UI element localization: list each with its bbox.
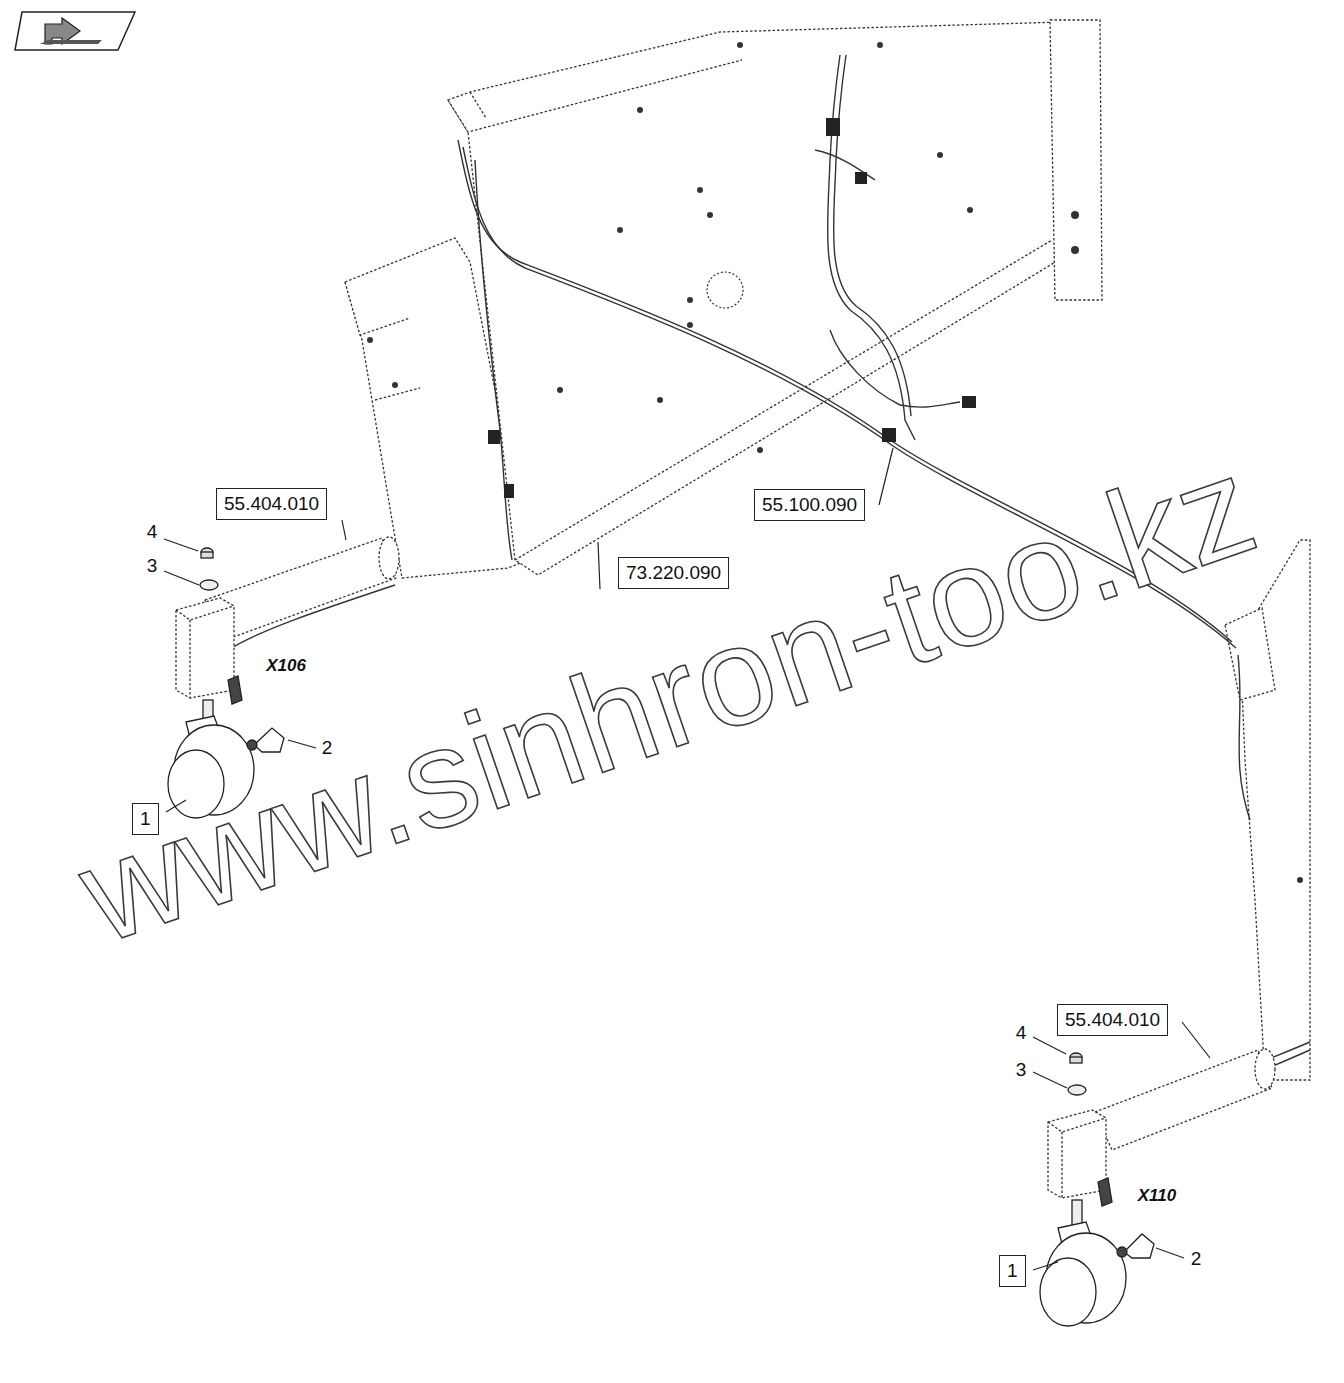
drawing-part	[834, 55, 911, 416]
drawing-part	[1225, 608, 1275, 700]
connector-name: X106	[266, 657, 306, 676]
drawing-part	[657, 397, 663, 403]
nav-icon	[15, 12, 135, 50]
drawing-part	[1182, 1022, 1210, 1058]
drawing-part	[687, 297, 693, 303]
drawing-part	[504, 484, 514, 498]
drawing-part	[830, 330, 960, 407]
drawing-part	[375, 388, 420, 400]
drawing-part	[1040, 1258, 1096, 1326]
drawing-part	[1124, 1234, 1154, 1258]
callout-box: 1	[999, 1255, 1026, 1287]
drawing-part	[40, 40, 102, 44]
drawing-part	[1048, 1110, 1106, 1198]
drawing-part	[392, 382, 398, 388]
callout-number: 3	[147, 556, 158, 577]
reference-box: 55.404.010	[216, 488, 327, 520]
drawing-part	[342, 520, 346, 540]
box-text: 55.404.010	[224, 492, 319, 516]
drawing-part	[1071, 246, 1079, 254]
callout-number: 4	[147, 522, 158, 543]
drawing-part	[1071, 211, 1079, 219]
drawing-part	[637, 107, 643, 113]
drawing-part	[1117, 1247, 1127, 1257]
drawing-part	[1033, 1072, 1067, 1088]
drawing-part	[228, 676, 242, 704]
drawing-part	[1095, 1050, 1272, 1150]
callout-number: 3	[1016, 1060, 1027, 1081]
callout-number: 4	[1016, 1023, 1027, 1044]
drawing-part	[697, 187, 703, 193]
drawing-part	[176, 598, 234, 698]
reference-box: 55.404.010	[1057, 1004, 1168, 1036]
drawing-part	[345, 282, 410, 335]
drawing-part	[164, 539, 198, 551]
box-text: 55.100.090	[762, 493, 857, 517]
clips	[488, 118, 976, 498]
drawing-part	[448, 60, 742, 132]
drawing-part	[557, 387, 563, 393]
drawing-part	[882, 428, 896, 442]
drawing-part	[598, 542, 600, 589]
drawing-part	[470, 92, 486, 118]
left-arm	[176, 537, 399, 698]
drawing-part	[201, 552, 213, 558]
drawing-part	[1098, 1178, 1112, 1206]
drawing-part	[15, 12, 135, 50]
drawing-part	[1068, 1085, 1086, 1095]
drawing-part	[707, 212, 713, 218]
drawing-part	[1297, 877, 1303, 883]
reference-box: 73.220.090	[618, 557, 729, 589]
drawing-part	[1156, 1248, 1184, 1258]
drawing-part	[247, 740, 257, 750]
drawing-part	[617, 227, 623, 233]
drawing-part	[488, 430, 500, 444]
callout-number: 2	[1191, 1249, 1202, 1270]
drawing-part	[379, 537, 399, 579]
drawing-part	[937, 152, 943, 158]
drawing-part	[367, 337, 373, 343]
drawing-part	[200, 580, 218, 590]
drawing-part	[475, 160, 512, 560]
drawing-part	[448, 22, 1062, 575]
drawing-part	[164, 571, 199, 585]
drawing-part	[1033, 1262, 1058, 1270]
drawing-part	[737, 42, 743, 48]
drawing-part	[1033, 1037, 1066, 1054]
drawing-part	[515, 240, 1052, 560]
drawing-part	[1048, 1118, 1106, 1198]
drawing-part	[1072, 1200, 1082, 1226]
box-text: 55.404.010	[1065, 1008, 1160, 1032]
box-text: 73.220.090	[626, 561, 721, 585]
drawing-part	[879, 448, 893, 505]
drawing-part	[1050, 20, 1102, 300]
drawing-part	[967, 207, 973, 213]
drawing-part	[1070, 1057, 1082, 1063]
box-text: 1	[1007, 1259, 1018, 1283]
drawing-part	[707, 272, 743, 308]
drawing-part	[877, 42, 883, 48]
drawing-part	[687, 322, 693, 328]
drawing-part	[757, 447, 763, 453]
drawing-part	[1238, 655, 1250, 820]
right-lamp	[1040, 1053, 1154, 1326]
drawing-part	[855, 172, 867, 184]
connector-name: X110	[1138, 1187, 1176, 1206]
right-arm	[1048, 1049, 1275, 1198]
drawing-part	[1255, 1049, 1275, 1089]
drawing-part	[962, 396, 976, 408]
drawing-part	[828, 55, 915, 440]
drawing-part	[826, 118, 840, 136]
drawing-part	[254, 728, 284, 752]
drawing-part	[176, 606, 234, 698]
reference-box: 55.100.090	[754, 489, 865, 521]
